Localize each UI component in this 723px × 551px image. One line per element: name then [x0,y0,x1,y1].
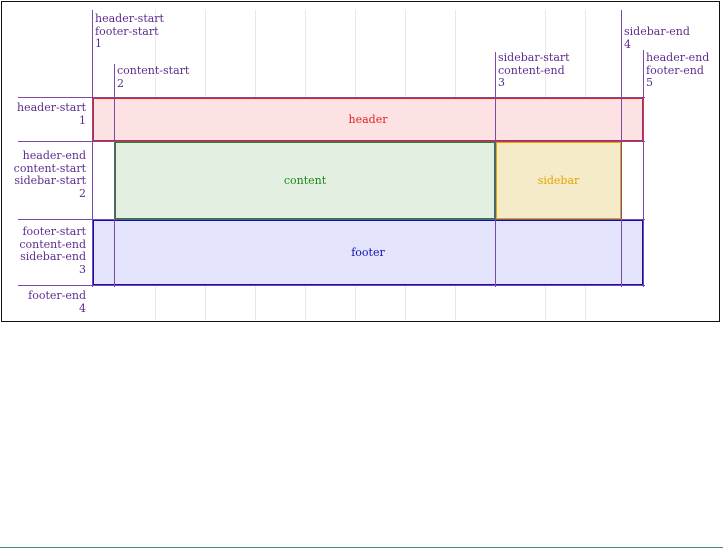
diagram-frame [1,1,720,322]
column-line [114,64,115,287]
column-line-1-label: header-start footer-start 1 [95,12,164,51]
grid-cell-outline [92,141,115,220]
content-area-label: content [283,174,327,187]
column-line [643,50,644,287]
content-area: content [114,141,496,220]
column-line [621,10,622,287]
row-line [18,141,645,142]
row-line [18,97,645,98]
column-line [495,52,496,287]
row-line-3-label: footer-start content-end sidebar-end 3 [19,225,86,276]
row-line-1-label: header-start 1 [17,101,86,127]
row-line-2-label: header-end content-start sidebar-start 2 [13,149,86,200]
row-line [18,219,645,220]
column-line-4-label: sidebar-end 4 [624,25,690,51]
column-line [92,10,93,287]
footer-area-label: footer [351,246,385,259]
sidebar-area: sidebar [495,141,622,220]
header-area: header [92,97,644,142]
grid-cell-outline [621,141,644,220]
footer-area: footer [92,219,644,286]
bottom-divider [0,547,723,548]
column-line-3-label: sidebar-start content-end 3 [498,51,570,90]
row-line-4-label: footer-end 4 [28,289,86,315]
sidebar-area-label: sidebar [537,174,580,187]
header-area-label: header [348,113,388,126]
column-line-5-label: header-end footer-end 5 [646,51,710,90]
column-line-2-label: content-start 2 [117,64,190,90]
row-line [18,285,645,286]
